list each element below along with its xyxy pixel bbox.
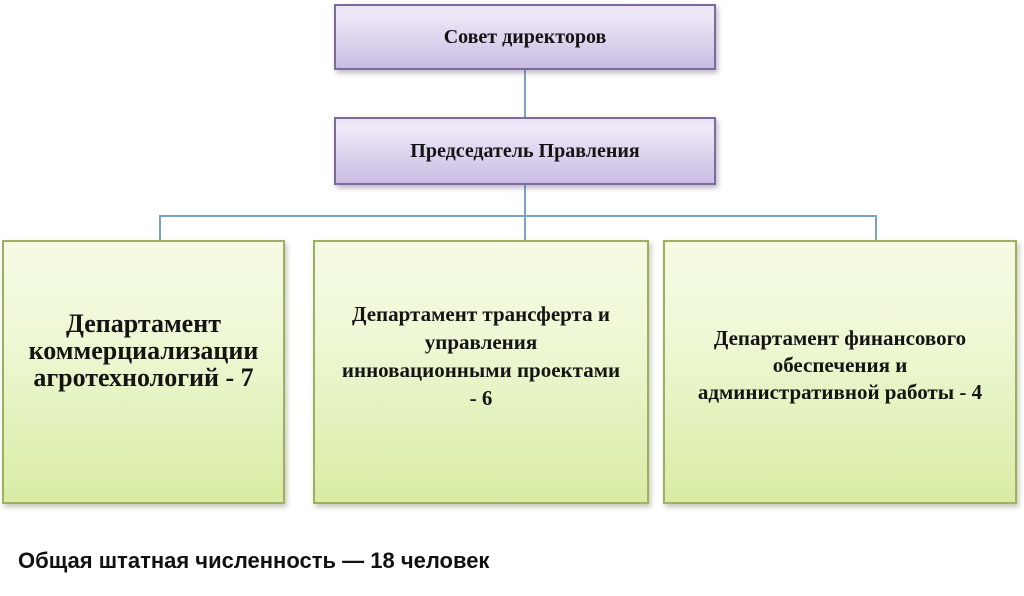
dept-text-line: Департамент финансового: [713, 325, 967, 350]
department-commercialization-label: Департамент коммерциализации агротехноло…: [4, 310, 283, 435]
department-finance-admin-label: Департамент финансового обеспечения и ад…: [665, 325, 1015, 420]
chairman-label: Председатель Правления: [410, 140, 640, 162]
dept-text-line: Департамент: [66, 308, 221, 338]
department-finance-admin-box: Департамент финансового обеспечения и ад…: [663, 240, 1017, 504]
department-transfer-innovation-box: Департамент трансферта и управления инно…: [313, 240, 649, 504]
dept-text-line: - 6: [469, 386, 493, 410]
dept-text-line: инновационными проектами: [341, 358, 621, 382]
dept-text-line: коммерциализации: [28, 335, 259, 365]
dept-text-line: Департамент трансферта и: [352, 302, 610, 326]
dept-text-line: административной работы - 4: [697, 379, 983, 404]
total-headcount-note: Общая штатная численность — 18 человек: [18, 548, 490, 573]
dept-text-line: обеспечения и: [772, 352, 908, 377]
department-commercialization-box: Департамент коммерциализации агротехноло…: [2, 240, 285, 504]
dept-text-line: управления: [424, 330, 538, 354]
board-of-directors-box: Совет директоров: [334, 4, 716, 70]
chairman-box: Председатель Правления: [334, 117, 716, 185]
department-transfer-innovation-label: Департамент трансферта и управления инно…: [315, 300, 647, 444]
board-of-directors-label: Совет директоров: [443, 26, 607, 48]
dept-text-line: агротехнологий - 7: [33, 362, 254, 392]
